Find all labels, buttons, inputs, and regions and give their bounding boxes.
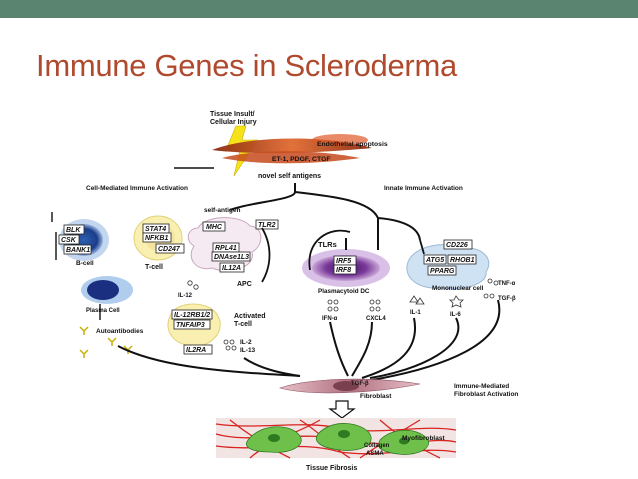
- mono-label: Mononuclear cell: [432, 285, 484, 292]
- svg-text:IL-12RB1/2: IL-12RB1/2: [174, 312, 210, 319]
- b-cell-gene-bank1: BANK1: [63, 244, 92, 255]
- svg-text:ATG5: ATG5: [425, 257, 444, 264]
- t-cell-gene-stat4: STAT4: [142, 223, 170, 234]
- il6-label: IL-6: [450, 312, 461, 318]
- il12-cytokine-icon: [187, 280, 199, 290]
- svg-text:BANK1: BANK1: [66, 247, 90, 254]
- svg-text:PPARG: PPARG: [430, 268, 455, 275]
- tgf-beta-fibroblast-label: TGF-β: [351, 381, 369, 387]
- apc-gene-tlr2: TLR2: [255, 219, 279, 230]
- mono-gene-atg5: ATG5: [423, 254, 447, 265]
- antibody-icons: [79, 326, 133, 358]
- tgf-beta-innate-label: TGF-β: [498, 296, 516, 302]
- ifn-alpha-label: IFN-α: [322, 316, 338, 322]
- innate-activation-label: Innate Immune Activation: [384, 185, 463, 192]
- svg-text:IL2RA: IL2RA: [186, 347, 206, 354]
- il1-label: IL-1: [410, 310, 421, 316]
- mono-arrow: [419, 239, 425, 255]
- il12-label: IL-12: [178, 293, 193, 299]
- t-cell-gene-nfkb1: NFKB1: [142, 232, 172, 243]
- svg-text:RPL41: RPL41: [215, 245, 237, 252]
- innate-cytokine-icons: [327, 278, 499, 312]
- novel-self-antigens-label: novel self antigens: [258, 173, 321, 180]
- pdc-gene-irf5: IRF5: [333, 255, 357, 266]
- mono-gene-pparg: PPARG: [427, 265, 457, 276]
- fibroblast-cell: [278, 378, 421, 394]
- tissue-insult-label: Tissue Insult/: [210, 111, 255, 118]
- svg-text:STAT4: STAT4: [145, 226, 166, 233]
- apc-gene-rpl41: RPL41: [212, 242, 240, 253]
- growth-factors-label: ET-1, PDGF, CTGF: [272, 156, 331, 163]
- endothelium-vessel: [212, 134, 372, 164]
- apc-label: APC: [237, 281, 252, 288]
- self-antigen-label: self-antigen: [204, 207, 241, 214]
- convergence-lines: [117, 238, 501, 381]
- svg-text:CD247: CD247: [158, 246, 181, 253]
- svg-text:DNAse1L3: DNAse1L3: [214, 254, 249, 261]
- il2-il13-cytokine-icon: [223, 339, 237, 351]
- svg-text:CD226: CD226: [446, 242, 468, 249]
- svg-text:RHOB1: RHOB1: [450, 257, 475, 264]
- myofibroblast-label: Myofibroblast: [402, 435, 445, 442]
- antigen-pathway-lines: [229, 183, 421, 250]
- down-arrow-icon: [328, 400, 356, 419]
- b-cell-label: B-cell: [76, 260, 94, 267]
- plasma-cell-label: Plasma Cell: [86, 308, 120, 314]
- b-cell-gene-csk: CSK: [58, 234, 80, 245]
- svg-text:IRF5: IRF5: [336, 258, 351, 265]
- svg-text:BLK: BLK: [66, 227, 81, 234]
- b-cell-gene-blk: BLK: [63, 224, 85, 235]
- activated-label: Activated: [234, 313, 266, 320]
- svg-text:TNFAIP3: TNFAIP3: [176, 322, 205, 329]
- tlr2-pathway-line: [261, 227, 271, 283]
- fibroblast-label: Fibroblast: [360, 393, 392, 400]
- fibroblast-activation-label-2: Fibroblast Activation: [454, 391, 518, 398]
- pdc-label: Plasmacytoid DC: [318, 288, 370, 295]
- apc-gene-il12a: IL12A: [219, 262, 245, 273]
- svg-text:NFKB1: NFKB1: [145, 235, 168, 242]
- il2-label: IL-2: [240, 339, 252, 346]
- tlr-line: [308, 229, 351, 271]
- activated-t-cell-label: T-cell: [234, 321, 252, 328]
- activated-gene-il2ra: IL2RA: [183, 344, 213, 355]
- activated-gene-tnfaip3: TNFAIP3: [173, 319, 211, 330]
- svg-text:IL12A: IL12A: [222, 265, 241, 272]
- collagen-label: Collagen: [364, 443, 390, 449]
- fibroblast-activation-label-1: Immune-Mediated: [454, 383, 509, 390]
- svg-text:CSK: CSK: [61, 237, 77, 244]
- endothelial-apoptosis-label: Endothelial apoptosis: [317, 141, 388, 148]
- tnf-alpha-label: TNF-α: [498, 281, 516, 287]
- autoantibodies-label: Autoantibodies: [96, 328, 144, 335]
- tissue-fibrosis-label: Tissue Fibrosis: [306, 465, 357, 472]
- cell-mediated-activation-label: Cell-Mediated Immune Activation: [86, 185, 188, 192]
- cellular-injury-label: Cellular Injury: [210, 119, 257, 126]
- t-cell-label: T-cell: [145, 264, 163, 271]
- apc-gene-dnase1l3: DNAse1L3: [211, 251, 251, 262]
- slide-title: Immune Genes in Scleroderma: [36, 48, 457, 83]
- pdc-gene-irf8: IRF8: [333, 264, 357, 275]
- plasma-cell: [81, 276, 133, 304]
- apc-gene-mhc: MHC: [202, 221, 226, 232]
- mono-gene-rhob1: RHOB1: [447, 254, 477, 265]
- tissue-fibrosis-image: [215, 418, 457, 459]
- svg-text:TLR2: TLR2: [258, 222, 276, 229]
- t-cell-gene-cd247: CD247: [155, 243, 185, 254]
- activated-gene-il12rb: IL-12RB1/2: [171, 309, 213, 320]
- mono-gene-cd226: CD226: [443, 239, 473, 250]
- cxcl4-label: CXCL4: [366, 316, 386, 322]
- svg-text:MHC: MHC: [206, 224, 223, 231]
- asma-label: ASMA: [366, 451, 384, 457]
- tlrs-label: TLRs: [318, 240, 337, 249]
- slide-top-bar: [0, 0, 638, 18]
- svg-text:IRF8: IRF8: [336, 267, 351, 274]
- il13-label: IL-13: [240, 347, 256, 354]
